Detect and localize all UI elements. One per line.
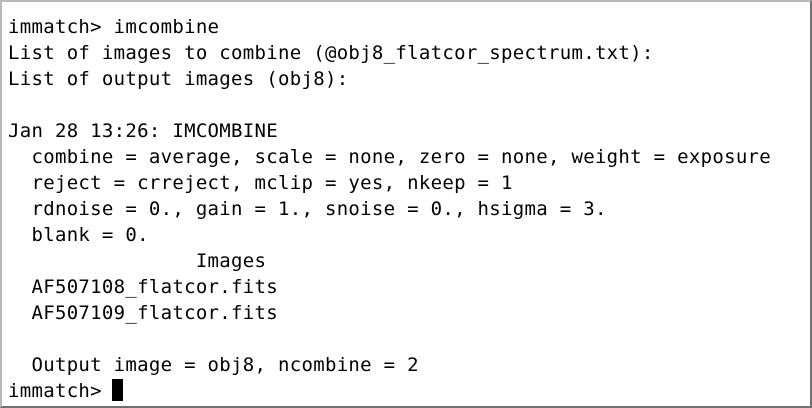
terminal-output: immatch> imcombine List of images to com… bbox=[8, 14, 806, 406]
prompt-line[interactable]: immatch> bbox=[8, 378, 806, 404]
output-line: rdnoise = 0., gain = 1., snoise = 0., hs… bbox=[8, 198, 607, 220]
prompt-label: immatch> bbox=[8, 380, 102, 402]
output-line: Images bbox=[8, 250, 267, 272]
output-line: AF507109_flatcor.fits bbox=[8, 302, 278, 324]
output-line: List of images to combine (@obj8_flatcor… bbox=[8, 42, 654, 64]
output-line: combine = average, scale = none, zero = … bbox=[8, 146, 772, 168]
output-line: Jan 28 13:26: IMCOMBINE bbox=[8, 120, 278, 142]
blank-line bbox=[8, 92, 806, 118]
blank-line bbox=[8, 326, 806, 352]
output-line: blank = 0. bbox=[8, 224, 149, 246]
text-cursor[interactable] bbox=[111, 379, 123, 401]
output-line: Output image = obj8, ncombine = 2 bbox=[8, 354, 419, 376]
output-line: List of output images (obj8): bbox=[8, 68, 349, 90]
output-line: AF507108_flatcor.fits bbox=[8, 276, 278, 298]
command-line: immatch> imcombine bbox=[8, 16, 220, 38]
output-line: reject = crreject, mclip = yes, nkeep = … bbox=[8, 172, 513, 194]
